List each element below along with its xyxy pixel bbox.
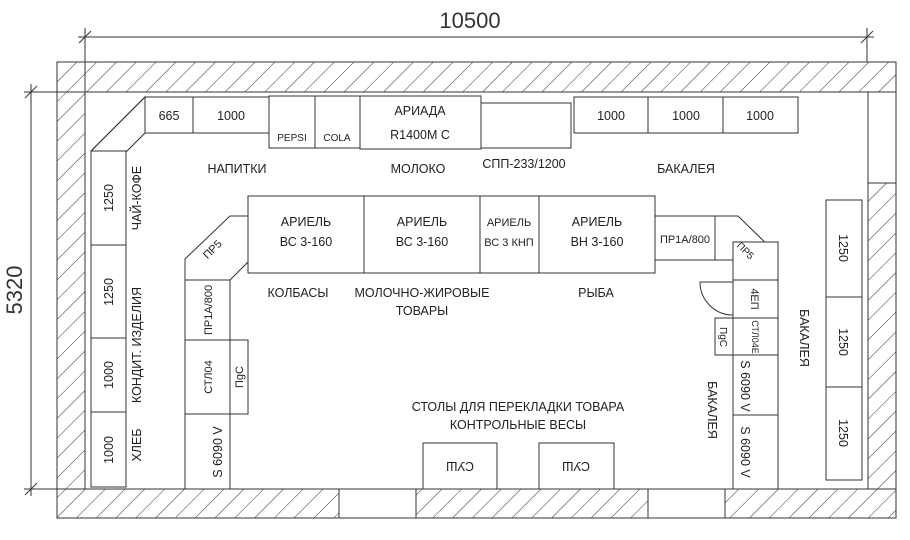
label-spp: СПП-233/1200 (482, 157, 565, 171)
label-confectionery: КОНДИТ. ИЗДЕЛИЯ (130, 287, 144, 403)
4ep-label: 4ЕП (748, 288, 760, 309)
label-tea-coffee: ЧАЙ-КОФЕ (129, 166, 144, 231)
shelf: 1000 (597, 109, 625, 123)
stl04e-label: СТЛ04Е (750, 320, 760, 353)
shelf: 1250 (836, 234, 850, 262)
label-fish: РЫБА (578, 286, 614, 300)
shelf: 1000 (102, 361, 116, 389)
shelf: 1000 (746, 109, 774, 123)
case-name: АРИЕЛЬ (281, 215, 331, 229)
pepsi-fridge: PEPSI (277, 133, 306, 144)
label-sausages: КОЛБАСЫ (267, 286, 328, 300)
right-corner-pr5: ПР5 (714, 215, 779, 281)
cola-fridge: COLA (323, 133, 351, 144)
width-label: 10500 (439, 8, 500, 33)
label-grocery-inner: БАКАЛЕЯ (705, 381, 719, 439)
stl04-label: СТЛ04 (203, 360, 215, 394)
label-tables: СТОЛЫ ДЛЯ ПЕРЕКЛАДКИ ТОВАРА (412, 400, 625, 414)
top-left-shelves: 665 1000 (90, 95, 270, 153)
left-counter: ПР1А/800 СТЛ04 ПgС S 6090 V (184, 279, 249, 490)
dimension-width: 10500 (78, 8, 874, 92)
case-name: АРИЕЛЬ (487, 217, 531, 229)
label-scales: КОНТРОЛЬНЫЕ ВЕСЫ (450, 418, 586, 432)
label-bread: ХЛЕБ (130, 428, 144, 461)
label-grocery: БАКАЛЕЯ (657, 162, 715, 176)
top-right-shelves: 1000 1000 1000 (573, 96, 799, 134)
sush-label: СУШ (446, 459, 474, 473)
shelf: 1250 (102, 278, 116, 306)
shelf: 1000 (672, 109, 700, 123)
right-wall-shelves: 1250 1250 1250 (825, 199, 863, 481)
shelf-665: 665 (159, 109, 180, 123)
shelf: 1250 (836, 328, 850, 356)
right-pr1a: ПР1А/800 (654, 215, 716, 261)
pr1a-label: ПР1А/800 (203, 285, 215, 335)
shelf-1000: 1000 (217, 109, 245, 123)
shelf: 1000 (102, 436, 116, 464)
scale-label: S 6090 V (211, 426, 225, 478)
ariada-model: R1400M C (390, 128, 450, 142)
pr1a-right-label: ПР1А/800 (660, 234, 710, 246)
sush-label: СУШ (562, 459, 590, 473)
ariada-name: АРИАДА (394, 104, 446, 118)
zone-labels: НАПИТКИ МОЛОКО СПП-233/1200 БАКАЛЕЯ ЧАЙ-… (129, 157, 811, 462)
case-name: АРИЕЛЬ (397, 215, 447, 229)
case-model: ВС 3-160 (396, 235, 448, 249)
left-corner-pr5: ПР5 (184, 215, 249, 281)
left-wall-shelves: 1250 1250 1000 1000 (90, 150, 127, 488)
right-counter: 4ЕП СТЛ04Е ПgС S 6090 V S 6090 V (699, 279, 779, 490)
ariada-case: АРИАДА R1400M C (359, 95, 482, 150)
case-model: ВН 3-160 (571, 235, 624, 249)
bottom-tables: СУШ СУШ (422, 442, 615, 490)
island-cases: АРИЕЛЬ ВС 3-160 АРИЕЛЬ ВС 3-160 АРИЕЛЬ В… (247, 195, 656, 274)
label-drinks: НАПИТКИ (207, 162, 266, 176)
label-milk: МОЛОКО (391, 162, 446, 176)
walls (56, 61, 897, 519)
scale-label: S 6090 V (738, 426, 752, 478)
fridges-drinks: PEPSI COLA (268, 95, 361, 149)
pgs-label: ПgС (234, 366, 246, 388)
dimension-height: 5320 (2, 84, 85, 496)
shelf: 1250 (836, 419, 850, 447)
height-label: 5320 (2, 266, 27, 315)
case-model: ВС 3-160 (280, 235, 332, 249)
shelf: 1250 (102, 184, 116, 212)
label-dairy-2: ТОВАРЫ (396, 304, 448, 318)
label-grocery-right: БАКАЛЕЯ (797, 309, 811, 367)
pgs-right-label: ПgС (717, 327, 728, 347)
case-name: АРИЕЛЬ (572, 215, 622, 229)
case-model: ВС 3 КНП (484, 237, 533, 249)
scale-label: S 6090 V (738, 360, 752, 412)
spp-case (480, 102, 572, 149)
label-dairy: МОЛОЧНО-ЖИРОВЫЕ (355, 286, 490, 300)
